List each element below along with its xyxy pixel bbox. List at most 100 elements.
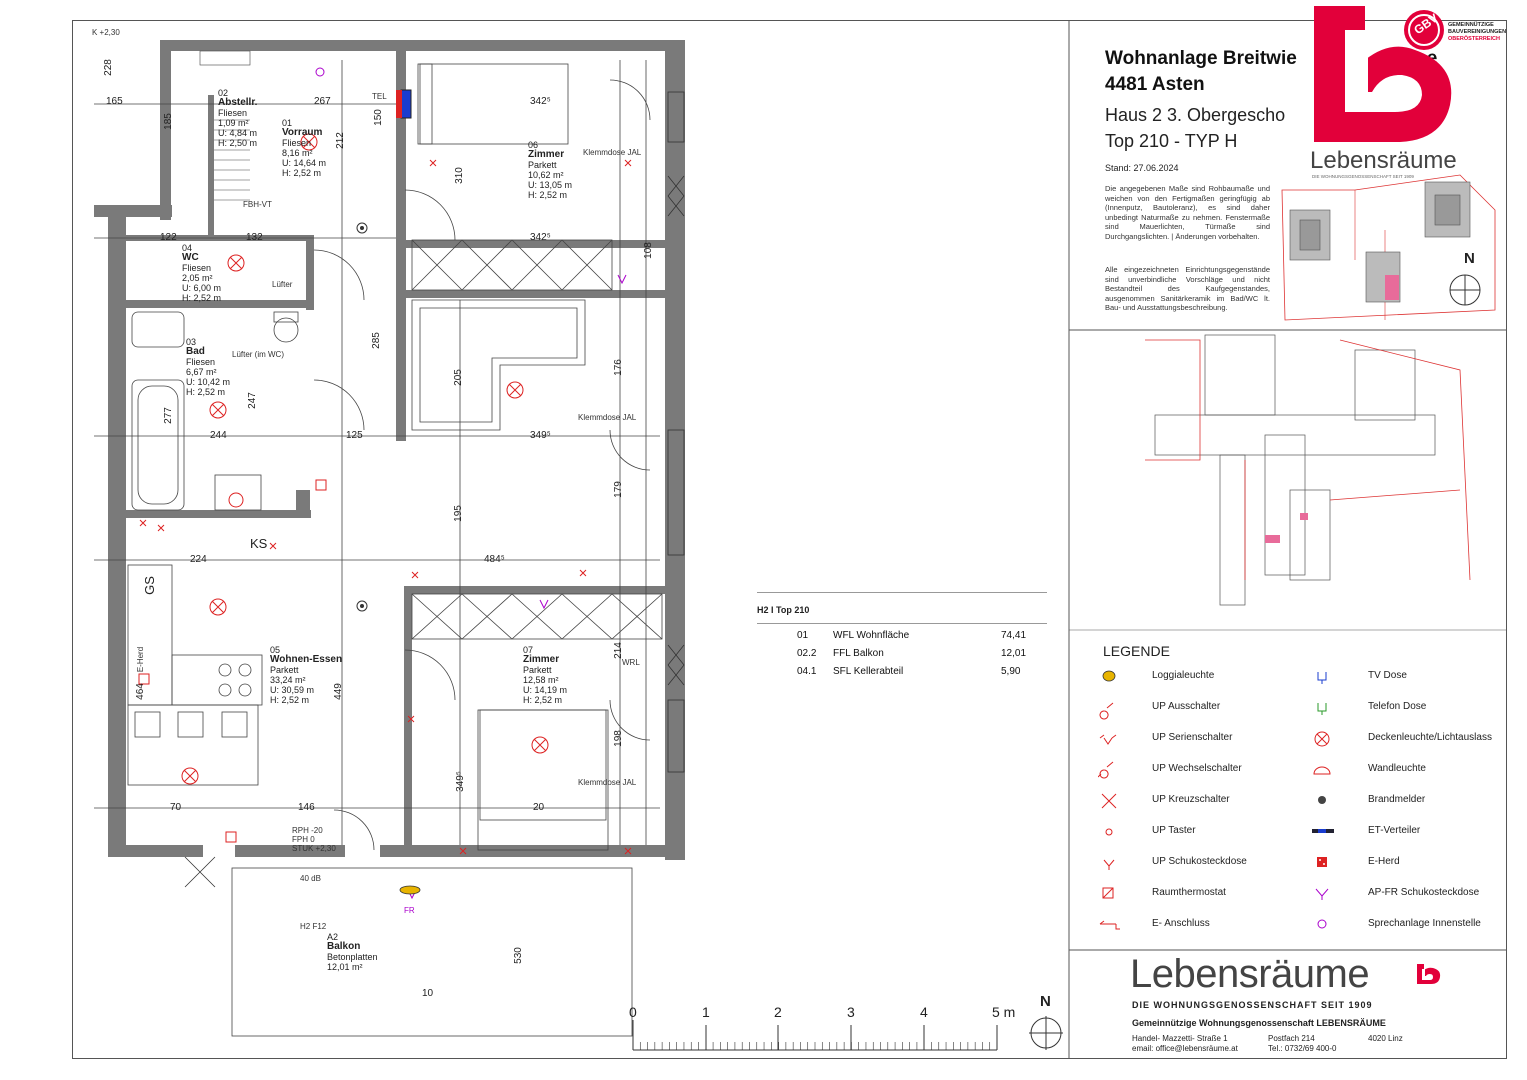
legend-item: UP Serienschalter (1152, 732, 1233, 743)
dim-349-mid: 349⁵ (530, 430, 551, 441)
footer-brand: Lebensräume (1130, 952, 1370, 996)
tel-label: TEL (372, 92, 387, 101)
dim-267: 267 (314, 96, 331, 107)
legend-item: Loggialeuchte (1152, 670, 1215, 681)
footer-org: Gemeinnützige Wohnungsgenossenschaft LEB… (1132, 1018, 1386, 1028)
area-row: 02.2 FFL Balkon 12,01 (797, 648, 1027, 659)
dim-155: 70 (170, 802, 182, 813)
legend-item: Sprechanlage Innenstelle (1368, 918, 1481, 929)
dim-342-mid: 342⁵ (530, 232, 551, 243)
footer-tagline: DIE WOHNUNGSGENOSSENSCHAFT SEIT 1909 (1132, 1000, 1373, 1010)
room-abstell: 02 Abstellr. Fliesen 1,09 m² U: 4,84 m H… (218, 88, 258, 148)
footer-heart-icon (1417, 964, 1441, 984)
scale-tick-4: 4 (920, 1004, 928, 1020)
scale-tick-2: 2 (774, 1004, 782, 1020)
legend-item: AP-FR Schukosteckdose (1368, 887, 1480, 898)
dim-449: 449 (332, 683, 344, 700)
fr-label: FR (404, 906, 415, 915)
legend-item: UP Wechselschalter (1152, 763, 1242, 774)
legend-item: UP Kreuzschalter (1152, 794, 1230, 805)
building-key-plan (1145, 334, 1471, 606)
legend-item: Deckenleuchte/Lichtauslass (1368, 732, 1492, 743)
dim-122: 122 (160, 232, 177, 243)
area-table-heading: H2 I Top 210 (757, 605, 810, 615)
legend-item: ET-Verteiler (1368, 825, 1421, 836)
dim-530: 10 (422, 988, 434, 999)
area-table: H2 I Top 210 01 WFL Wohnfläche 74,41 02.… (757, 592, 1047, 684)
electrical-symbols (138, 133, 632, 855)
legend-item: Wandleuchte (1368, 763, 1426, 774)
dim-125: 125 (346, 430, 363, 441)
dim-342-top: 342⁵ (530, 96, 551, 107)
legend-title: LEGENDE (1103, 643, 1170, 659)
footer-tel: Tel.: 0732/69 400-0 (1268, 1044, 1337, 1053)
e-herd-label: E-Herd (136, 646, 146, 673)
db40-label: 40 dB (300, 874, 321, 883)
footer-addr3: 4020 Linz (1368, 1034, 1403, 1043)
scale-tick-5: 5 m (992, 1004, 1016, 1020)
unit-subtitle-2: Top 210 - TYP H (1105, 131, 1238, 151)
area-row: 01 WFL Wohnfläche 74,41 (797, 630, 1027, 641)
luefter-label: Lüfter (272, 280, 293, 289)
legend-item: UP Schukosteckdose (1152, 856, 1247, 867)
site-plan-north: N (1464, 250, 1475, 267)
unit-subtitle-1: Haus 2 3. Obergescho (1105, 105, 1286, 125)
dim-349-bot: 20 (533, 802, 545, 813)
dim-484: 484⁵ (484, 554, 505, 565)
scale-tick-0: 0 (629, 1004, 637, 1020)
legend-left-column: Loggialeuchte UP Ausschalter UP Seriensc… (1098, 666, 1298, 946)
dim-244: 244 (210, 430, 227, 441)
dim-310: 310 (453, 167, 465, 184)
area-row: 04.1 SFL Kellerabteil 5,90 (797, 666, 1021, 677)
room-wc: 04 WC Fliesen 2,05 m² U: 6,00 m H: 2,52 … (182, 243, 222, 303)
logo-brand: Lebensräume (1310, 147, 1457, 174)
legend-item: Brandmelder (1368, 794, 1426, 805)
lebensraeume-heart-logo (1314, 6, 1452, 142)
k-marker: K +2,30 (92, 28, 120, 37)
dim-179: 179 (612, 481, 624, 498)
dim-247: 247 (246, 392, 258, 409)
gs-label: GS (141, 576, 157, 595)
wrl-label: WRL (622, 658, 640, 667)
disclaimer-2: Alle eingezeichneten Einrichtungsgegenst… (1105, 265, 1270, 313)
dim-195: 195 (452, 505, 464, 522)
dim-102: 108 (642, 242, 654, 259)
gbv-text: GEMEINNÜTZIGE BAUVEREINIGUNGEN OBERÖSTER… (1448, 22, 1507, 42)
dim-185: 185 (162, 113, 174, 130)
ks-label: KS (250, 536, 268, 551)
site-plan-thumbnail (1281, 174, 1496, 321)
legend-item: E-Herd (1368, 856, 1400, 867)
furniture (94, 60, 663, 1037)
klemmdose-label-2: Klemmdose JAL (578, 413, 637, 422)
scale-tick-1: 1 (702, 1004, 710, 1020)
fbh-vt-label: FBH-VT (243, 200, 272, 209)
legend-right-column: TV Dose Telefon Dose Deckenleuchte/Licht… (1310, 666, 1505, 946)
dim-285: 285 (370, 332, 382, 349)
walls (94, 40, 685, 860)
room-vorraum: 01 Vorraum Fliesen 8,16 m² U: 14,64 m H:… (282, 118, 327, 178)
legend-item: Raumthermostat (1152, 887, 1226, 898)
logo-brand-tagline: DIE WOHNUNGSGENOSSENSCHAFT SEIT 1909 (1312, 174, 1414, 179)
dim-214: 146 (298, 802, 315, 813)
dim-146: 214 (612, 642, 624, 659)
klemmdose-label-3: Klemmdose JAL (578, 778, 637, 787)
disclaimer-1: Die angegebenen Maße sind Rohbaumaße und… (1105, 184, 1270, 241)
dim-464: 464 (134, 683, 146, 700)
dim-277: 277 (162, 407, 174, 424)
legend-item: UP Taster (1152, 825, 1196, 836)
legend-item: E- Anschluss (1152, 918, 1210, 929)
room-wohnen-essen: 05 Wohnen-Essen Parkett 33,24 m² U: 30,5… (270, 645, 343, 705)
stairs (199, 50, 251, 201)
dim-228: 228 (102, 59, 114, 76)
dim-198: 349⁵ (454, 771, 466, 792)
dim-224: 224 (190, 554, 207, 565)
dim-176: 176 (612, 359, 624, 376)
footer-addr1: Handel- Mazzetti- Straße 1 (1132, 1034, 1228, 1043)
dim-165: 165 (106, 96, 123, 107)
project-title-line2: 4481 Asten (1105, 74, 1205, 95)
dim-150-balcony: 150 (372, 109, 384, 126)
room-bad: 03 Bad Fliesen 6,67 m² U: 10,42 m H: 2,5… (186, 337, 231, 397)
legend-item: TV Dose (1368, 670, 1407, 681)
